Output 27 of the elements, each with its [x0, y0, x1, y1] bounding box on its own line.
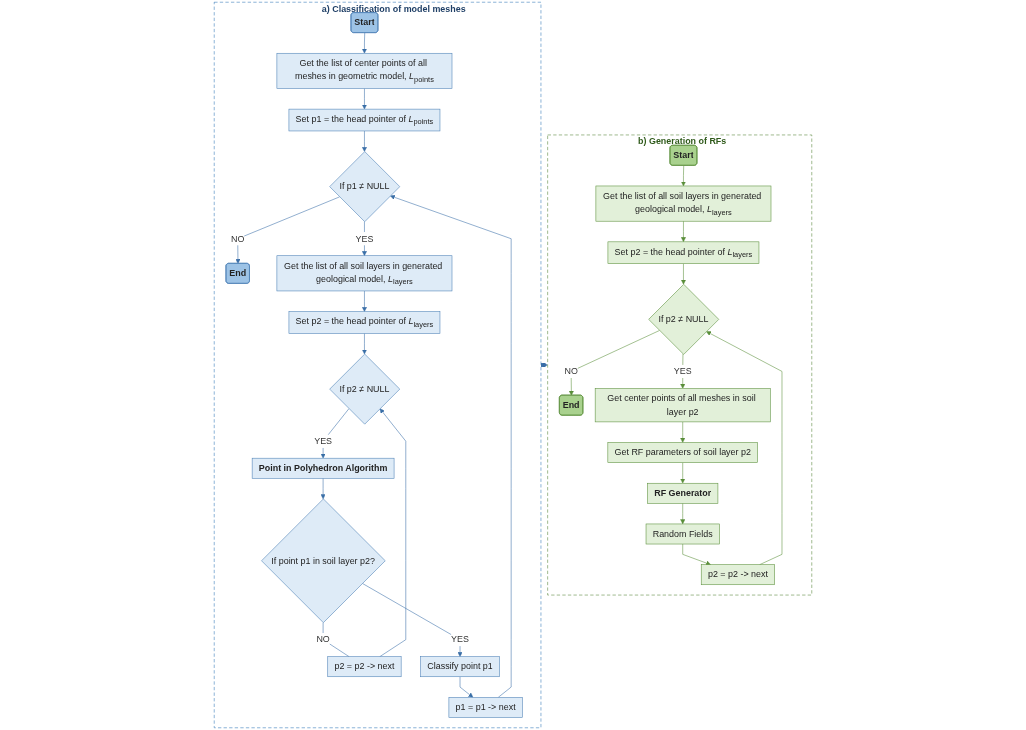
node-box: p1 = p1 -> next — [448, 697, 523, 718]
node-box: Set p2 = the head pointer of L$_{layers}$ — [288, 311, 441, 334]
node-diamond: If p1 ≠ NULL — [329, 151, 401, 222]
node-box: Get the list of all soil layers in generated geological model, L$_{layers}$ — [276, 255, 453, 292]
node-box: Point in Polyhedron Algorithm — [251, 457, 395, 479]
arrow — [540, 362, 548, 368]
node-box: p2 = p2 -> next — [700, 564, 775, 585]
node-diamond: If p2 ≠ NULL — [329, 353, 401, 425]
node-box: Random Fields — [645, 523, 720, 545]
node-box: Get the list of all soil layers in generated geological model, L$_{layers}$ — [595, 185, 772, 222]
edge-label: NO — [316, 634, 330, 645]
node-box: p2 = p2 -> next — [327, 656, 402, 677]
node-box: Get RF parameters of soil layer p2 — [607, 442, 758, 463]
node-box: Classify point p1 — [420, 656, 500, 677]
node-diamond: If p2 ≠ NULL — [648, 284, 720, 355]
node-box: Set p1 = the head pointer of L$_{points}$ — [288, 108, 441, 132]
edge-label: NO — [564, 366, 578, 376]
node-box: RF Generator — [647, 482, 719, 504]
edge-label: YES — [355, 233, 374, 244]
node-box: Get center points of all meshes in soil layer p2 — [594, 388, 771, 423]
node-diamond: If point p1 in soil layer p2? — [261, 498, 386, 623]
edge-label: YES — [314, 436, 333, 446]
node-box: Get the list of center points of all meshes in geometric model, L$_{points}$ — [276, 53, 453, 89]
edge-label: NO — [231, 233, 245, 244]
edge-label: YES — [451, 634, 469, 645]
edge-label: YES — [673, 366, 692, 376]
node-box: Set p2 = the head pointer of L$_{layers}$ — [607, 241, 760, 264]
